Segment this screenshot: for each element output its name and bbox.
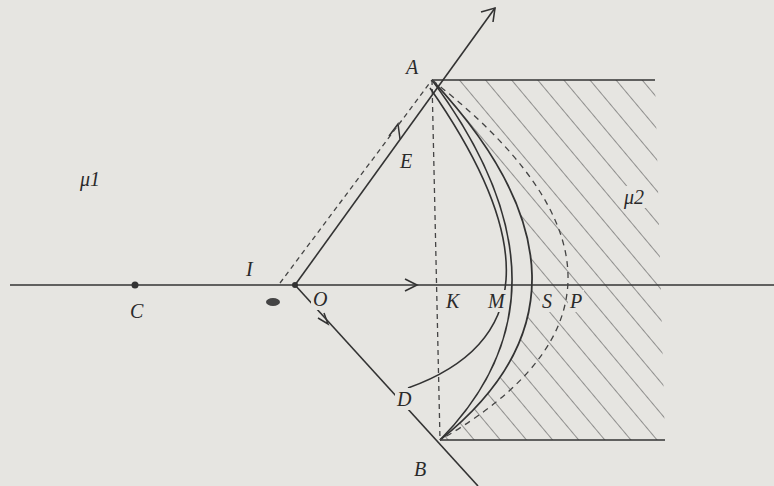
arrow-head [481, 8, 495, 22]
refracting-surface [432, 80, 532, 440]
point-label: P [568, 290, 584, 312]
point-label: O [311, 288, 329, 310]
medium-hatch [432, 80, 665, 440]
virtual-ray [280, 80, 432, 283]
medium-label: μ2 [622, 186, 646, 208]
point-label: K [444, 290, 461, 312]
centre-point [132, 282, 139, 289]
arrow-head [405, 279, 417, 291]
pencil-mark [266, 298, 280, 306]
point-label: M [486, 290, 507, 312]
ray [295, 8, 495, 285]
wavefront [432, 80, 512, 440]
medium-label: μ1 [78, 168, 102, 190]
point-label: C [128, 300, 145, 322]
point-label: E [398, 150, 414, 172]
boundary-line [432, 79, 655, 81]
point-label: S [540, 290, 554, 312]
boundary-line [440, 439, 665, 441]
principal-axis [10, 284, 774, 286]
chord [432, 80, 440, 440]
wavefront [432, 80, 568, 440]
point-label: A [404, 56, 420, 78]
arrow-head [318, 313, 328, 324]
arrow-head [389, 124, 400, 139]
ray [295, 285, 478, 486]
point-label: I [244, 258, 255, 280]
point-label: D [395, 388, 413, 410]
point-label: B [412, 458, 428, 480]
